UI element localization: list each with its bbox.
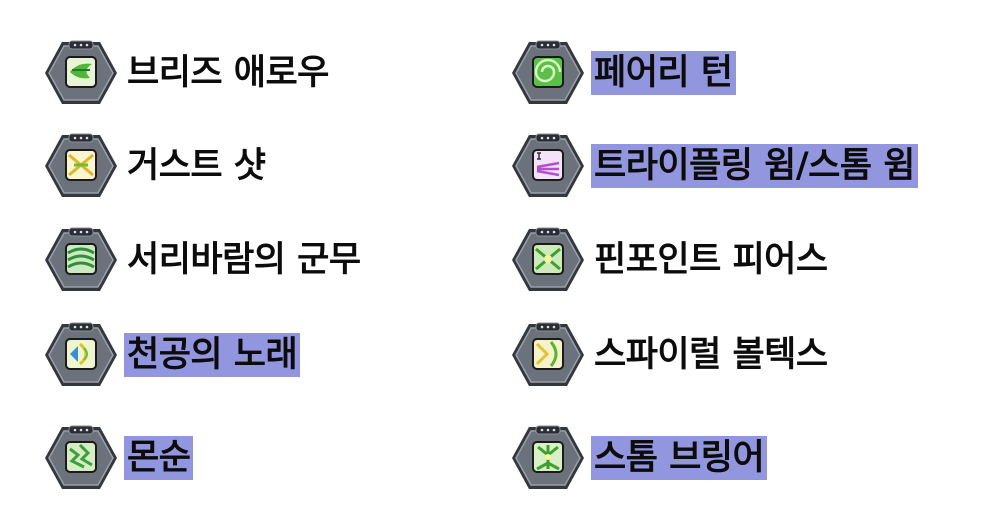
yellow-spiral-vortex-icon [512, 322, 584, 386]
green-storm-bringer-icon [512, 425, 584, 489]
skill-name: 몬순 [124, 436, 194, 480]
green-pinpoint-icon [512, 227, 584, 291]
skill-name: 트라이플링 윔/스톰 윔 [591, 144, 918, 188]
skill-monsoon[interactable]: 몬순 [44, 423, 194, 493]
skill-name: 브리즈 애로우 [127, 53, 329, 93]
skill-frost-wind-dance[interactable]: 서리바람의 군무 [44, 225, 364, 295]
skill-name: 스톰 브링어 [591, 436, 768, 480]
yellow-gust-icon [45, 133, 117, 197]
green-wind-arrow-icon [45, 40, 117, 104]
skill-trifling-whim[interactable]: 트라이플링 윔/스톰 윔 [511, 131, 918, 201]
skill-name: 천공의 노래 [124, 333, 301, 377]
purple-trifling-whim-icon [512, 133, 584, 197]
skill-spiral-vortex[interactable]: 스파이럴 볼텍스 [511, 320, 831, 390]
blue-sky-song-icon [45, 322, 117, 386]
skill-name: 스파이럴 볼텍스 [594, 335, 828, 375]
skill-breeze-arrow[interactable]: 브리즈 애로우 [44, 38, 332, 108]
skill-fairy-turn[interactable]: 페어리 턴 [511, 38, 736, 108]
green-fairy-spiral-icon [512, 40, 584, 104]
green-monsoon-icon [45, 425, 117, 489]
skill-pinpoint-pierce[interactable]: 핀포인트 피어스 [511, 225, 831, 295]
skill-name: 거스트 샷 [127, 146, 266, 186]
skill-name: 서리바람의 군무 [127, 240, 361, 280]
skill-song-of-heaven[interactable]: 천공의 노래 [44, 320, 301, 390]
skill-name: 페어리 턴 [591, 51, 736, 95]
skill-gust-shot[interactable]: 거스트 샷 [44, 131, 269, 201]
skill-name: 핀포인트 피어스 [594, 240, 828, 280]
green-frost-wind-icon [45, 227, 117, 291]
skill-storm-bringer[interactable]: 스톰 브링어 [511, 423, 768, 493]
